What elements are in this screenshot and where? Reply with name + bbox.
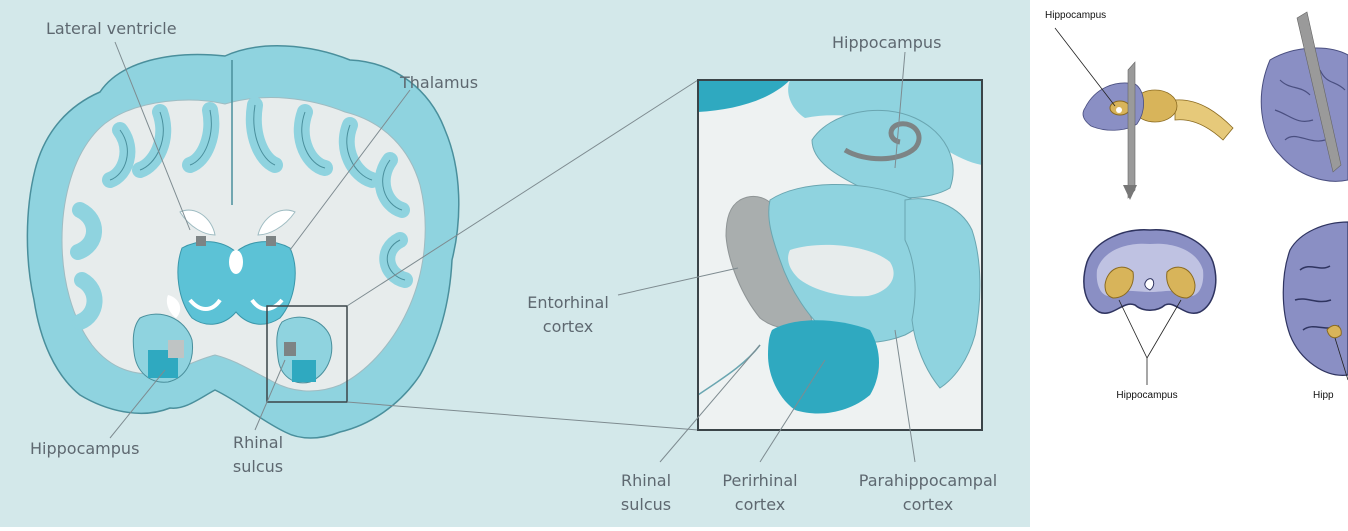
side-label-bottom-right-cut: Hipp (1313, 390, 1334, 401)
rodent-section-plane (1128, 62, 1135, 198)
third-ventricle (229, 250, 243, 274)
label-lateral-ventricle: Lateral ventricle (46, 19, 177, 38)
label-hippocampus: Hippocampus (30, 439, 139, 458)
coronal-section (27, 46, 458, 438)
rodent-hippocampus-marker (1116, 107, 1122, 113)
label-thalamus: Thalamus (399, 73, 478, 92)
left-gray-region (168, 340, 184, 358)
main-svg: Lateral ventricle Thalamus Hippocampus R… (0, 0, 1030, 527)
hippocampus-location-figure: Hippocampus Hippocampus Hipp (1035, 0, 1348, 527)
label-perirhinal-line1: Perirhinal (722, 471, 797, 490)
label-parahippocampal-line1: Parahippocampal (859, 471, 997, 490)
right-medial-temporal-dark (292, 360, 316, 382)
inset-perirhinal-dark (768, 320, 879, 413)
label-parahippocampal-line2: cortex (903, 495, 953, 514)
coronal-brain-illustration: Lateral ventricle Thalamus Hippocampus R… (0, 0, 1030, 527)
caudate-left (196, 236, 206, 246)
side-label-top-hippocampus: Hippocampus (1045, 10, 1106, 21)
label-entorhinal-line2: cortex (543, 317, 593, 336)
caudate-right (266, 236, 276, 246)
label-entorhinal-line1: Entorhinal (527, 293, 609, 312)
label-rhinal-line2: sulcus (233, 457, 283, 476)
inset-medial-temporal (698, 80, 982, 430)
label-inset-rhinal-line2: sulcus (621, 495, 671, 514)
label-inset-rhinal-line1: Rhinal (621, 471, 671, 490)
label-rhinal-line1: Rhinal (233, 433, 283, 452)
label-inset-hippocampus: Hippocampus (832, 33, 941, 52)
label-perirhinal-line2: cortex (735, 495, 785, 514)
right-gray-region (284, 342, 296, 356)
side-label-bottom-hippocampus: Hippocampus (1116, 390, 1177, 401)
side-svg: Hippocampus Hippocampus Hipp (1035, 0, 1348, 527)
